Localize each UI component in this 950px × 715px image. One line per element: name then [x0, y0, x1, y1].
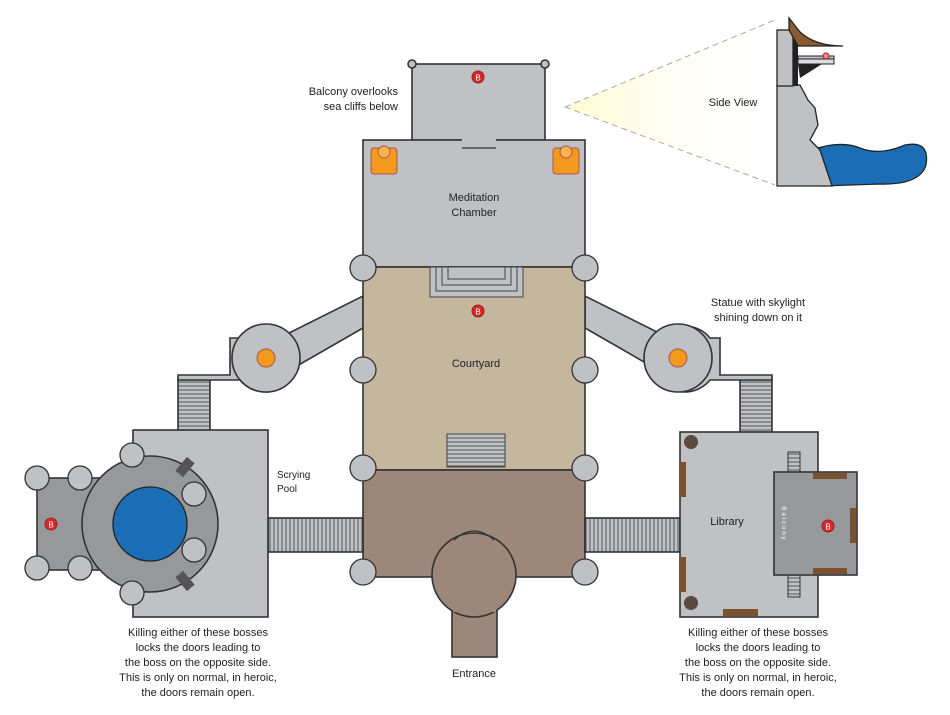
boss-marker[interactable]: B — [44, 517, 58, 531]
scrying-pool-label: Scrying — [277, 470, 310, 481]
svg-text:B: B — [475, 74, 480, 83]
svg-text:the boss on the opposite side.: the boss on the opposite side. — [685, 657, 831, 669]
svg-text:locks the doors leading to: locks the doors leading to — [696, 642, 821, 654]
svg-text:B: B — [825, 523, 830, 532]
room-label-meditation: Meditation — [449, 192, 500, 204]
view-line-top — [564, 19, 776, 108]
view-beam — [565, 20, 775, 185]
boss-marker[interactable]: B — [471, 304, 485, 318]
svg-text:locks the doors leading to: locks the doors leading to — [136, 642, 261, 654]
view-line-bottom — [564, 106, 776, 186]
boss-note-right: Killing either of these bosses locks the… — [679, 627, 837, 699]
room-label-library: Library — [710, 516, 744, 528]
side-view-illustration — [776, 16, 928, 187]
room-label-entrance: Entrance — [452, 668, 496, 680]
courtyard-stairs — [446, 433, 506, 468]
statue-note: Statue with skylight — [711, 297, 805, 309]
statue-icon — [552, 145, 580, 175]
scrying-pool-water — [112, 486, 188, 562]
balcony-note: sea cliffs below — [324, 101, 398, 113]
svg-text:Killing either of these bosses: Killing either of these bosses — [128, 627, 269, 639]
svg-text:This is only on normal, in her: This is only on normal, in heroic, — [119, 672, 277, 684]
library-room — [584, 431, 858, 618]
room-label-library-balcony: Balcony — [780, 506, 786, 541]
scrying-pool-label: Pool — [277, 484, 297, 495]
statue-icon — [668, 348, 688, 368]
svg-text:Killing either of these bosses: Killing either of these bosses — [688, 627, 829, 639]
entrance-hall — [362, 469, 586, 658]
boss-marker[interactable]: B — [471, 70, 485, 84]
svg-text:This is only on normal, in her: This is only on normal, in heroic, — [679, 672, 837, 684]
side-view-label: Side View — [709, 97, 758, 109]
boss-marker[interactable]: B — [821, 519, 835, 533]
balcony-note: Balcony overlooks — [309, 86, 399, 98]
svg-text:the doors remain open.: the doors remain open. — [141, 687, 254, 699]
courtyard — [362, 266, 586, 471]
statue-note: shining down on it — [714, 312, 802, 324]
balcony-room — [407, 59, 550, 141]
room-label-meditation: Chamber — [451, 207, 497, 219]
svg-text:B: B — [475, 308, 480, 317]
statue-icon — [256, 348, 276, 368]
pillars — [349, 254, 599, 586]
svg-text:B: B — [48, 521, 53, 530]
svg-text:the doors remain open.: the doors remain open. — [701, 687, 814, 699]
scrying-pool-room — [24, 429, 364, 618]
svg-text:the boss on the opposite side.: the boss on the opposite side. — [125, 657, 271, 669]
room-label-courtyard: Courtyard — [452, 358, 500, 370]
boss-note-left: Killing either of these bosses locks the… — [119, 627, 277, 699]
left-wing-path — [177, 294, 364, 434]
statue-icon — [370, 145, 398, 175]
meditation-chamber — [362, 136, 586, 268]
